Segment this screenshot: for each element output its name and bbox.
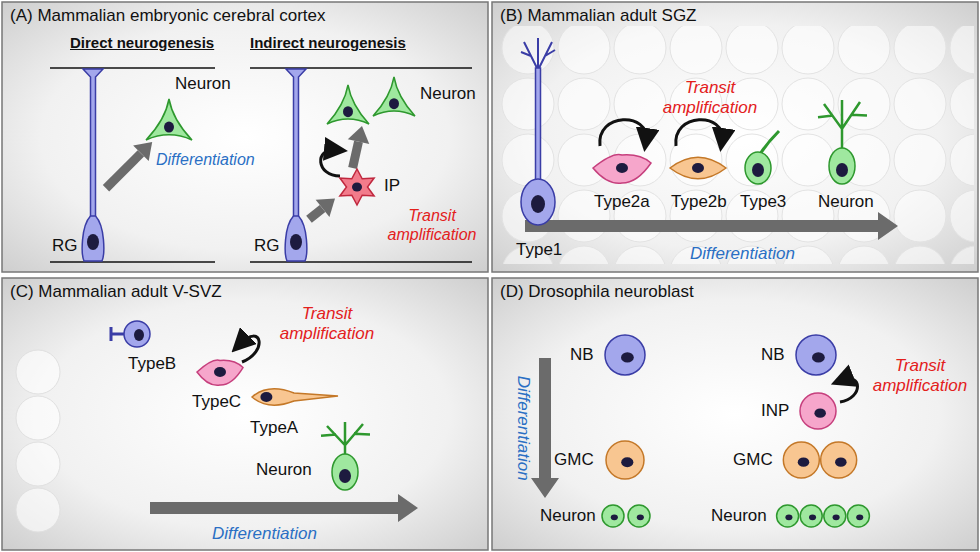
process-note: Transit amplification	[650, 78, 770, 119]
cell-shape: Neuron	[145, 98, 193, 142]
cell-shape: Neuron	[775, 504, 871, 528]
cell-outline	[108, 318, 152, 350]
cell-shape: Type2b	[668, 150, 728, 186]
figure-panel: (B) Mammalian adult SGZType1Type2aType2b…	[492, 2, 978, 272]
panel-heading: (D) Drosophila neuroblast	[500, 282, 694, 302]
cell-outline	[775, 504, 871, 528]
panel-ground	[2, 278, 488, 550]
cell-outline	[248, 382, 340, 412]
cell-shape: Type3	[742, 128, 782, 186]
panel-heading: (C) Mammalian adult V-SVZ	[10, 282, 222, 302]
cell-shape: GMC	[604, 440, 646, 480]
cell-outline	[742, 128, 782, 186]
cell-shape: GMC	[782, 440, 858, 480]
cell-shape: Neuron	[598, 504, 654, 528]
cell-outline	[335, 168, 379, 206]
cell-label: Neuron	[818, 192, 874, 212]
figure-panel: (C) Mammalian adult V-SVZTypeBTypeCTypeA…	[2, 278, 488, 550]
arrow-label: Differentiation	[156, 150, 255, 169]
cell-outline	[604, 334, 646, 376]
cell-outline	[795, 334, 837, 376]
cell-label: Neuron	[175, 74, 231, 94]
cell-shape: TypeA	[248, 382, 340, 412]
arrow-label: Differentiation	[512, 376, 532, 481]
cell-shape: Type1	[518, 36, 558, 226]
cell-outline	[196, 356, 244, 388]
cell-shape: IP	[335, 168, 379, 206]
cell-shape: RG	[283, 68, 309, 262]
cell-outline	[145, 98, 193, 142]
cell-label: GMC	[733, 450, 773, 470]
panel-ground	[2, 2, 488, 272]
cell-label: TypeB	[128, 354, 176, 374]
cell-shape: Neuron	[812, 98, 872, 186]
section-label: Direct neurogenesis	[70, 34, 214, 52]
differentiation-arrow	[348, 126, 369, 168]
cell-label: Type1	[516, 240, 562, 260]
panel-ground	[492, 278, 978, 550]
arrow-label: Differentiation	[690, 244, 795, 264]
cell-outline	[812, 98, 872, 186]
figure-panel: (D) Drosophila neuroblastNB GMC Neuron NB IN…	[492, 278, 978, 550]
cell-label: Type3	[740, 192, 786, 212]
panel-heading: (A) Mammalian embryonic cerebral cortex	[10, 6, 326, 26]
panel-ground	[492, 2, 978, 272]
cell-label: NB	[761, 345, 785, 365]
cell-outline	[782, 440, 858, 480]
tissue-texture	[500, 26, 974, 264]
process-note: Transit amplification	[272, 304, 382, 345]
differentiation-arrow	[106, 142, 152, 188]
cell-outline	[798, 392, 838, 430]
cell-outline	[320, 420, 370, 492]
cell-outline	[518, 36, 558, 226]
cell-outline	[283, 68, 309, 262]
cell-shape: Neuron	[326, 76, 416, 126]
differentiation-arrow	[150, 212, 898, 522]
cell-label: TypeC	[192, 392, 241, 412]
cell-label: Neuron	[420, 84, 476, 104]
cell-shape: TypeB	[108, 318, 152, 350]
cell-label: Neuron	[540, 506, 596, 526]
cell-label: Type2b	[671, 192, 727, 212]
cell-outline	[592, 150, 652, 186]
cell-label: INP	[761, 401, 789, 421]
cell-label: RG	[254, 236, 280, 256]
cell-outline	[326, 76, 416, 126]
panel-heading: (B) Mammalian adult SGZ	[500, 6, 697, 26]
process-note: Transit amplification	[866, 356, 974, 397]
cell-label: RG	[52, 236, 78, 256]
cell-label: NB	[570, 345, 594, 365]
cell-shape: INP	[798, 392, 838, 430]
cell-label: TypeA	[250, 418, 298, 438]
cell-shape: NB	[604, 334, 646, 376]
cell-outline	[80, 68, 106, 262]
cell-label: Neuron	[711, 506, 767, 526]
section-label: Indirect neurogenesis	[250, 34, 406, 52]
arrow-label: Differentiation	[212, 524, 317, 544]
process-note: Transit amplification	[380, 206, 484, 244]
cell-outline	[598, 504, 654, 528]
cell-shape: TypeC	[196, 356, 244, 388]
cell-label: GMC	[554, 450, 594, 470]
cell-outline	[668, 150, 728, 186]
cell-shape: NB	[795, 334, 837, 376]
cell-outline	[604, 440, 646, 480]
cell-shape: Type2a	[592, 150, 652, 186]
cell-label: IP	[384, 176, 400, 196]
cell-label: Type2a	[594, 192, 650, 212]
differentiation-arrow	[309, 198, 335, 219]
ventricle-wall	[16, 350, 60, 532]
cell-shape: RG	[80, 68, 106, 262]
cell-label: Neuron	[256, 460, 312, 480]
cell-shape: Neuron	[320, 420, 370, 492]
